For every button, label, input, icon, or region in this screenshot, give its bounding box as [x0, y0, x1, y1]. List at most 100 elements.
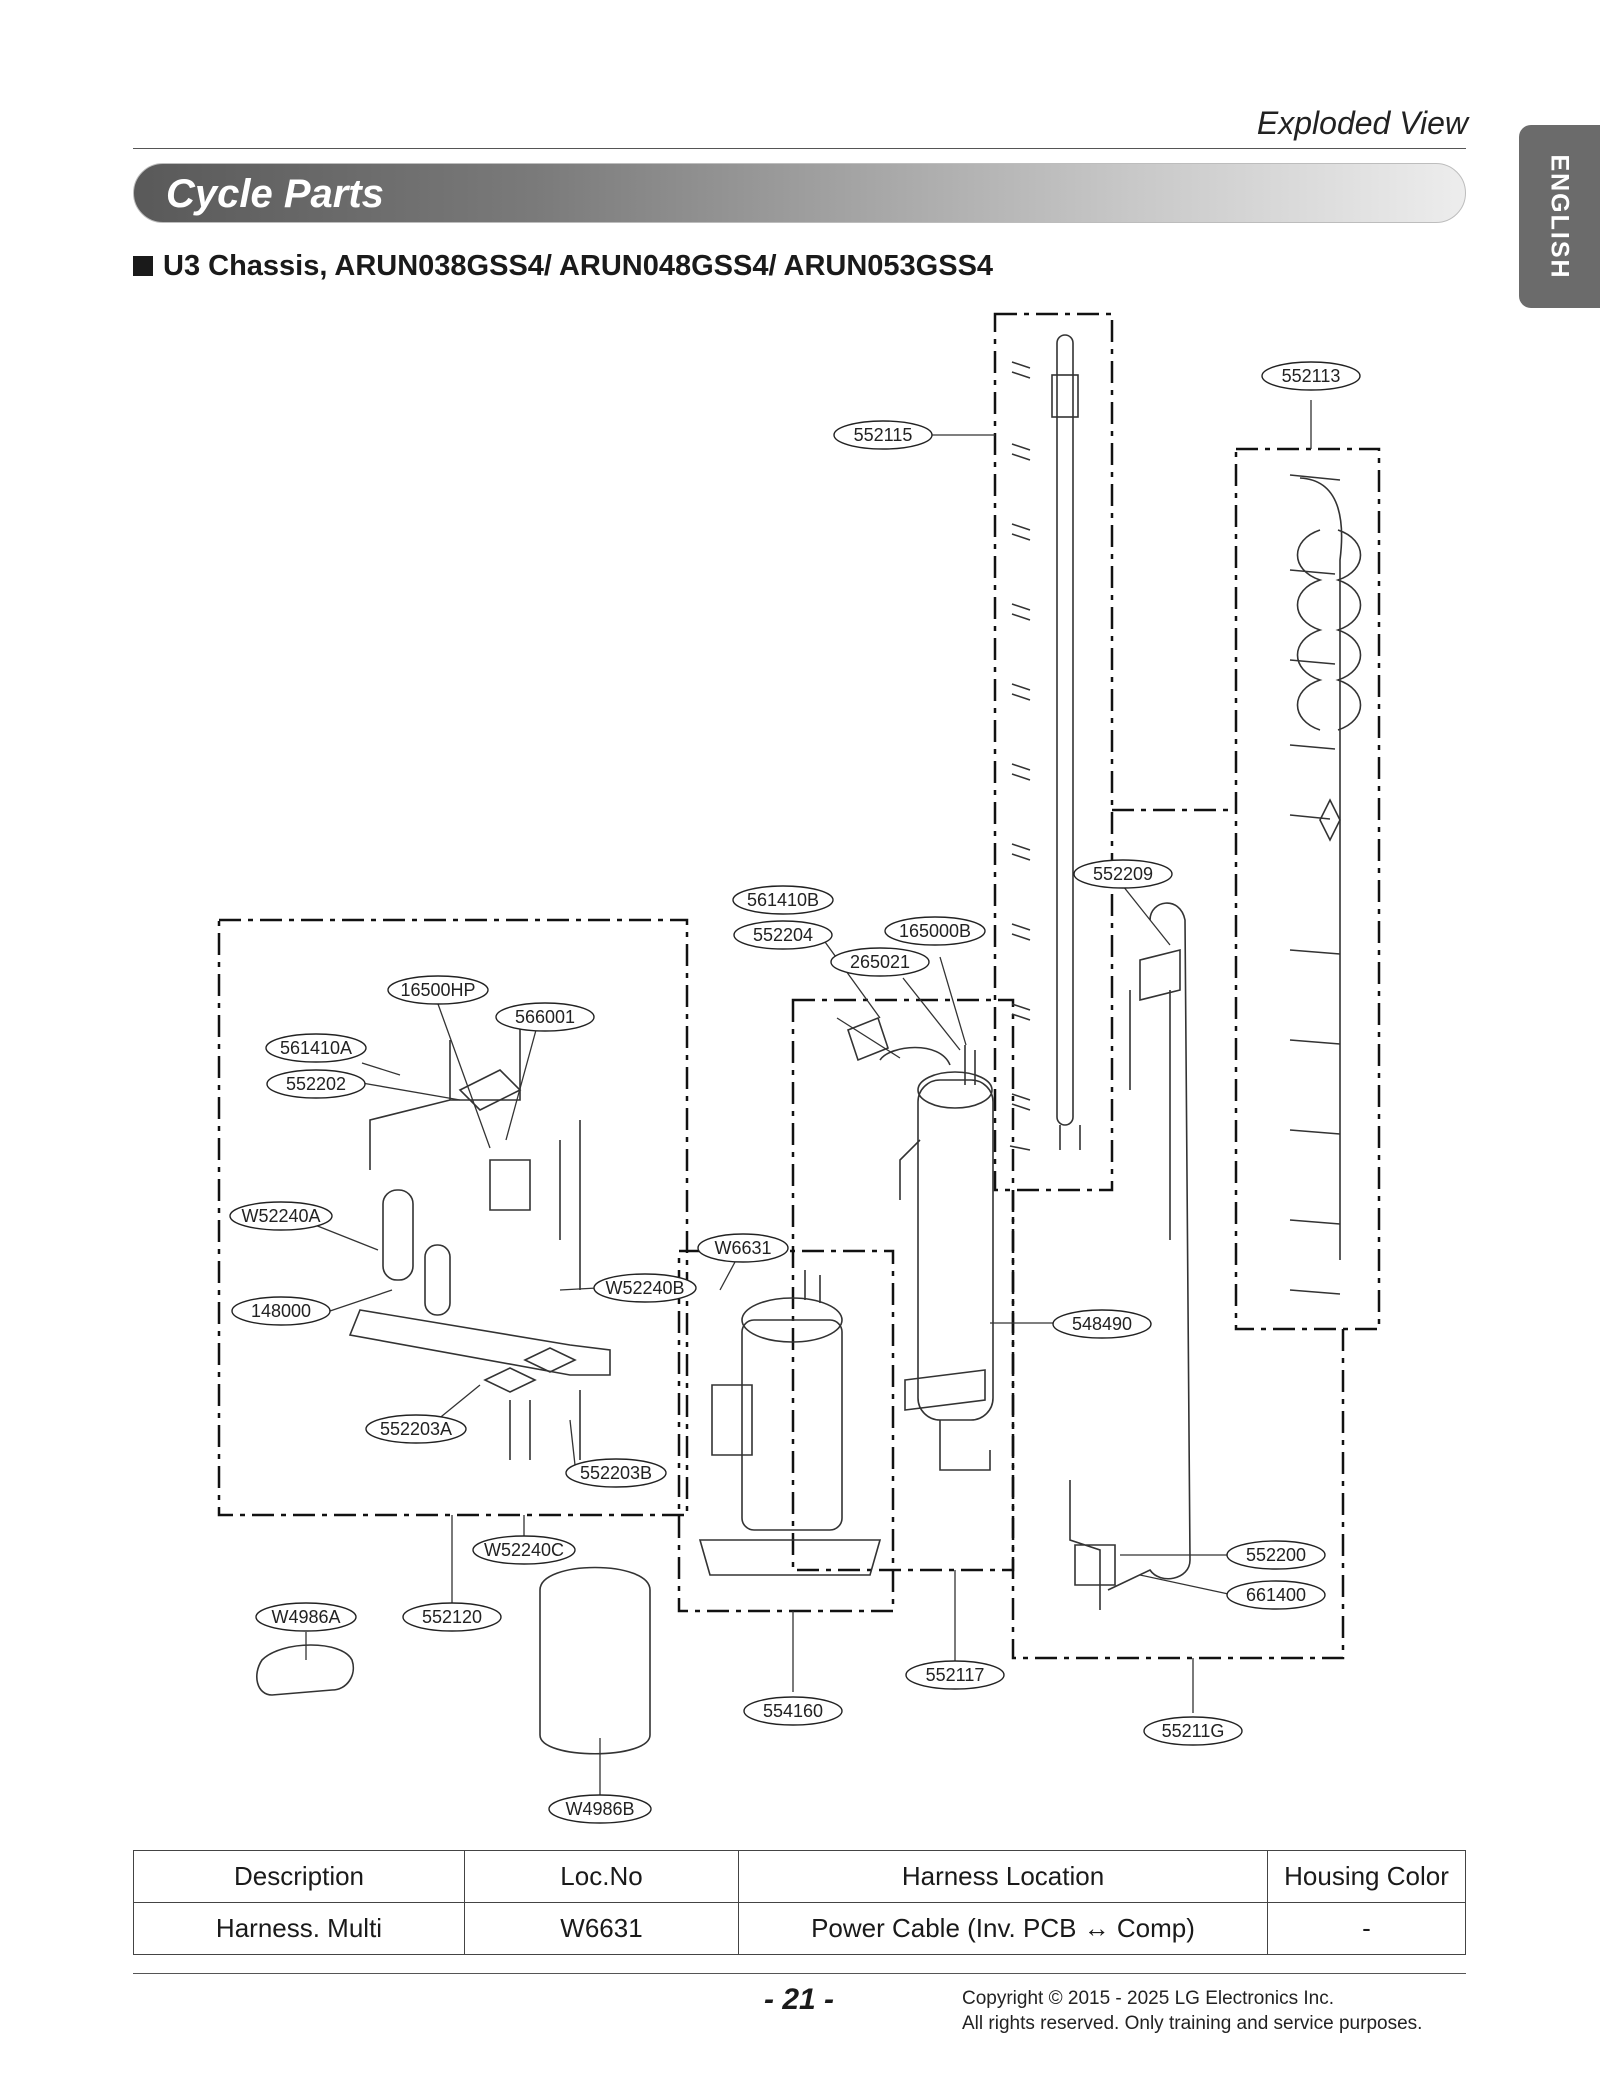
pipe-stubs-552115	[1009, 361, 1081, 1151]
callout-label-W52240C: W52240C	[484, 1540, 564, 1560]
callout-552200: 552200	[1226, 1540, 1326, 1570]
column-header: Housing Color	[1267, 1850, 1466, 1903]
callout-W4986B: W4986B	[548, 1794, 652, 1824]
callout-W52240C: W52240C	[472, 1535, 576, 1565]
callout-16500HP: 16500HP	[387, 975, 489, 1005]
valve-561410B	[847, 1016, 951, 1066]
group-outline-552113	[1234, 447, 1381, 1331]
callout-label-552209: 552209	[1093, 864, 1153, 884]
callout-label-148000: 148000	[251, 1301, 311, 1321]
page-number: - 21 -	[764, 1983, 835, 2016]
callout-552209: 552209	[1073, 859, 1173, 889]
callout-label-552203B: 552203B	[580, 1463, 652, 1483]
compressor-body-554160	[741, 1319, 843, 1531]
valve-16500HP	[489, 1159, 531, 1211]
callout-label-552202: 552202	[286, 1074, 346, 1094]
copyright-line-1: Copyright © 2015 - 2025 LG Electronics I…	[962, 1988, 1335, 2009]
header-divider	[133, 148, 1466, 149]
section-banner: Cycle Parts	[133, 163, 1466, 223]
distributor-body-552113	[1319, 798, 1341, 842]
callout-label-552203A: 552203A	[380, 1419, 452, 1439]
sensor-165000B	[964, 1045, 976, 1085]
callout-552202: 552202	[266, 1069, 366, 1099]
callout-552117: 552117	[905, 1660, 1005, 1690]
valve-552200	[1069, 1480, 1116, 1610]
column-header: Loc.No	[464, 1850, 739, 1903]
table-cell: Power Cable (Inv. PCB ↔ Comp)	[738, 1902, 1268, 1955]
callout-label-265021: 265021	[850, 952, 910, 972]
distributor-tubes-552113	[1289, 474, 1341, 1295]
model-subheading-text: U3 Chassis, ARUN038GSS4/ ARUN048GSS4/ AR…	[163, 250, 994, 282]
callout-label-552204: 552204	[753, 925, 813, 945]
callout-label-566001: 566001	[515, 1007, 575, 1027]
accumulator-bracket-548490	[899, 1139, 991, 1471]
exploded-view-diagram: 552115 552113 552209 561410B 552204 1650…	[217, 312, 1381, 1824]
table-header-row: Description Loc.No Harness Location Hous…	[133, 1850, 1466, 1903]
table-row: Harness. Multi W6631 Power Cable (Inv. P…	[133, 1902, 1466, 1955]
callout-label-552115: 552115	[854, 425, 913, 445]
callout-label-548490: 548490	[1072, 1314, 1132, 1334]
strainer-W52240A	[424, 1244, 451, 1316]
callout-552113: 552113	[1261, 361, 1361, 391]
part-number-callouts: 552115 552113 552209 561410B 552204 1650…	[229, 361, 1361, 1824]
column-header: Description	[133, 1850, 465, 1903]
column-header: Harness Location	[738, 1850, 1268, 1903]
callout-label-661400: 661400	[1246, 1585, 1306, 1605]
callout-552204: 552204	[733, 920, 833, 950]
group-outline-552117	[791, 998, 1015, 1572]
copyright-notice: Copyright © 2015 - 2025 LG Electronics I…	[962, 1986, 1422, 2036]
pipe-assembly-55211G	[1107, 902, 1191, 1591]
valve-552209	[1139, 948, 1181, 1002]
terminal-box-554160	[711, 1384, 753, 1456]
callout-label-552200: 552200	[1246, 1545, 1306, 1565]
model-subheading: U3 Chassis, ARUN038GSS4/ ARUN048GSS4/ AR…	[133, 250, 993, 283]
callout-label-W6631: W6631	[714, 1238, 771, 1258]
callout-label-554160: 554160	[763, 1701, 823, 1721]
callout-label-W4986B: W4986B	[565, 1799, 634, 1819]
callout-label-552113: 552113	[1282, 366, 1341, 386]
accumulator-top-548490	[917, 1071, 993, 1109]
callout-561410B: 561410B	[732, 885, 834, 915]
compressor-top-554160	[741, 1297, 843, 1343]
table-cell: Harness. Multi	[133, 1902, 465, 1955]
accumulator-548490	[917, 1079, 994, 1421]
callout-265021: 265021	[830, 947, 930, 977]
pipe-assembly-552120	[369, 1010, 581, 1290]
callout-55211G: 55211G	[1143, 1716, 1243, 1746]
callout-label-552120: 552120	[422, 1607, 482, 1627]
callout-165000B: 165000B	[884, 916, 986, 946]
cap-W4986A	[256, 1644, 354, 1696]
callout-566001: 566001	[495, 1002, 595, 1032]
callout-W52240A: W52240A	[229, 1201, 333, 1231]
bracket-552120	[348, 1309, 611, 1376]
callout-552115: 552115	[833, 420, 933, 450]
section-title: Cycle Parts	[166, 172, 384, 216]
footer-divider	[133, 1973, 1466, 1974]
callout-label-16500HP: 16500HP	[400, 980, 475, 1000]
header-title: Exploded View	[1256, 105, 1468, 141]
language-tab[interactable]: ENGLISH	[1519, 125, 1600, 308]
compressor-base-554160	[698, 1539, 882, 1576]
jacket-W4986B	[539, 1566, 651, 1755]
group-outline-554160	[677, 1249, 895, 1613]
callout-label-W52240A: W52240A	[241, 1206, 320, 1226]
group-outline-552120	[217, 918, 689, 1517]
copyright-line-2: All rights reserved. Only training and s…	[962, 2013, 1423, 2034]
pipe-leg-552209	[1129, 990, 1171, 1240]
callout-552203A: 552203A	[365, 1414, 467, 1444]
callout-561410A: 561410A	[265, 1033, 367, 1063]
receiver-148000	[382, 1189, 414, 1281]
group-outline-552115	[993, 312, 1114, 1192]
distributor-coils-552113	[1296, 529, 1323, 731]
assembly-group-outlines	[217, 312, 1381, 1660]
callout-label-561410A: 561410A	[280, 1038, 352, 1058]
callout-label-561410B: 561410B	[747, 890, 819, 910]
callout-552203B: 552203B	[565, 1458, 667, 1488]
distributor-header-552113	[1299, 477, 1343, 1260]
service-valves-552203	[483, 1347, 577, 1393]
pipe-bracket-552115	[1051, 374, 1079, 418]
callout-W4986A: W4986A	[255, 1602, 357, 1632]
header-pipe-552115	[1056, 334, 1074, 1126]
callout-label-165000B: 165000B	[899, 921, 971, 941]
compressor-outlet-554160	[804, 1270, 821, 1303]
